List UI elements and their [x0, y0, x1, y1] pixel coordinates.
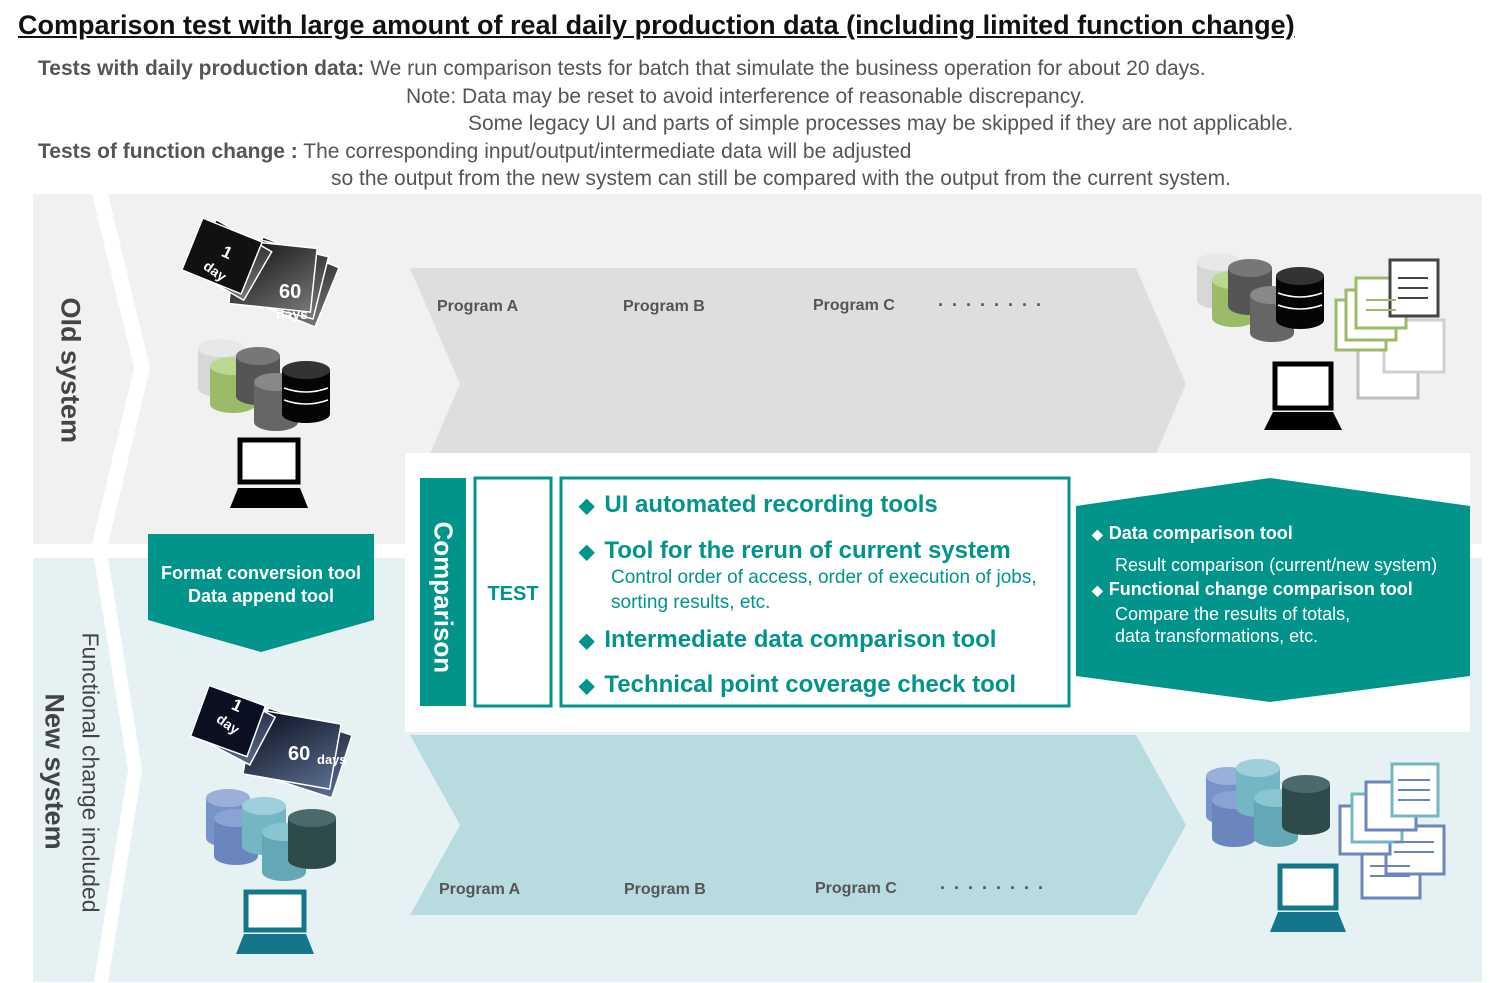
old-system-label: Old system	[55, 297, 86, 444]
functional-change-note: Functional change included	[77, 632, 104, 913]
intro-daily-text: We run comparison tests for batch that s…	[364, 57, 1206, 80]
new-program-c-label: Program C	[815, 880, 897, 897]
old-program-b-label: Program B	[623, 298, 705, 315]
intro-func-label: Tests of function change :	[38, 140, 298, 163]
conversion-tool-labels: Format conversion tool Data append tool	[148, 562, 374, 608]
tool-coverage-check: ◆ Technical point coverage check tool	[579, 671, 1016, 699]
tool-rerun-current: ◆ Tool for the rerun of current system	[579, 537, 1011, 565]
new-program-b-arrow	[593, 735, 832, 915]
new-system-chevron-divider	[94, 558, 142, 982]
old-program-a-label: Program A	[437, 298, 519, 315]
tool-rerun-current-title: Tool for the rerun of current system	[604, 537, 1011, 564]
new-program-c-arrow	[782, 735, 1018, 915]
old-program-flow	[410, 268, 1186, 500]
new-program-a-label: Program A	[439, 881, 521, 898]
old-program-a-arrow	[410, 268, 645, 500]
new-program-b-label: Program B	[624, 881, 706, 898]
test-label: TEST	[487, 583, 539, 605]
intro-func-line: Tests of function change : The correspon…	[38, 140, 911, 164]
old-database-icons	[198, 339, 330, 431]
data-comparison-tool-title: Data comparison tool	[1108, 523, 1293, 543]
tool-ui-recording-title: UI automated recording tools	[604, 491, 938, 518]
tool-intermediate-comparison: ◆ Intermediate data comparison tool	[579, 626, 996, 654]
old-output-databases	[1197, 253, 1324, 342]
old-day-last-number: 60	[279, 281, 302, 303]
intro-note-1: Note: Data may be reset to avoid interfe…	[406, 85, 1085, 108]
diamond-bullet-icon: ◆	[579, 675, 595, 697]
comparison-bar	[420, 478, 466, 706]
functional-change-tool-heading: ◆ Functional change comparison tool	[1092, 579, 1413, 600]
new-day-last-number: 60	[288, 743, 311, 765]
page-title: Comparison test with large amount of rea…	[18, 10, 1295, 40]
old-system-chevron-divider	[92, 194, 150, 544]
diamond-bullet-icon: ◆	[579, 495, 595, 517]
new-laptop-icon	[236, 889, 314, 954]
functional-change-tool-description-2: data transformations, etc.	[1115, 626, 1319, 646]
old-day-cards	[180, 217, 340, 329]
tool-coverage-check-title: Technical point coverage check tool	[604, 671, 1017, 698]
conversion-down-arrow	[148, 534, 374, 652]
new-day-last-unit: days	[317, 752, 347, 767]
diamond-bullet-icon: ◆	[579, 541, 595, 563]
data-append-label: Data append tool	[187, 586, 334, 606]
old-program-b-arrow	[593, 268, 832, 500]
old-program-c-label: Program C	[813, 297, 895, 314]
tool-intermediate-comparison-title: Intermediate data comparison tool	[604, 626, 997, 653]
tool-ui-recording: ◆ UI automated recording tools	[579, 491, 938, 519]
functional-change-tool-description-1: Compare the results of totals,	[1115, 604, 1351, 624]
new-day-cards	[189, 684, 353, 799]
data-comparison-tool-heading: ◆ Data comparison tool	[1092, 523, 1293, 544]
old-laptop-icon	[230, 437, 308, 508]
old-day-last-unit: days	[276, 306, 308, 322]
new-program-flow	[410, 735, 1186, 915]
new-program-ellipsis: ........	[940, 873, 1053, 893]
intro-func-text-2: so the output from the new system can st…	[331, 167, 1231, 190]
new-system-label: New system	[39, 693, 70, 850]
new-output-documents	[1338, 762, 1446, 900]
new-program-f-arrow	[1076, 735, 1186, 915]
data-comparison-tool-description: Result comparison (current/new system)	[1115, 555, 1438, 575]
intro-note-2: Some legacy UI and parts of simple proce…	[468, 112, 1294, 135]
test-box	[473, 476, 553, 708]
intro-daily-line: Tests with daily production data: We run…	[38, 57, 1206, 81]
diamond-bullet-icon: ◆	[1092, 526, 1103, 542]
result-hexagon	[1076, 478, 1470, 702]
comparison-label: Comparison	[428, 521, 459, 674]
intro-daily-label: Tests with daily production data:	[38, 57, 365, 80]
new-output-databases	[1206, 759, 1330, 847]
new-program-a-arrow	[410, 735, 645, 915]
diamond-bullet-icon: ◆	[579, 630, 595, 652]
new-output-laptop-icon	[1270, 863, 1346, 932]
old-program-f-arrow	[1076, 268, 1186, 500]
old-output-documents	[1334, 258, 1446, 400]
tools-box	[559, 476, 1071, 708]
functional-change-tool-title: Functional change comparison tool	[1108, 579, 1413, 599]
old-program-c-arrow	[782, 268, 1018, 500]
old-output-laptop-icon	[1264, 361, 1342, 430]
format-conversion-label: Format conversion tool	[160, 563, 362, 583]
tool-rerun-current-description: Control order of access, order of execut…	[611, 567, 1037, 613]
old-program-ellipsis: ........	[938, 290, 1051, 310]
new-database-icons	[206, 789, 336, 881]
intro-func-text: The corresponding input/output/intermedi…	[297, 140, 912, 163]
diamond-bullet-icon: ◆	[1092, 582, 1103, 598]
